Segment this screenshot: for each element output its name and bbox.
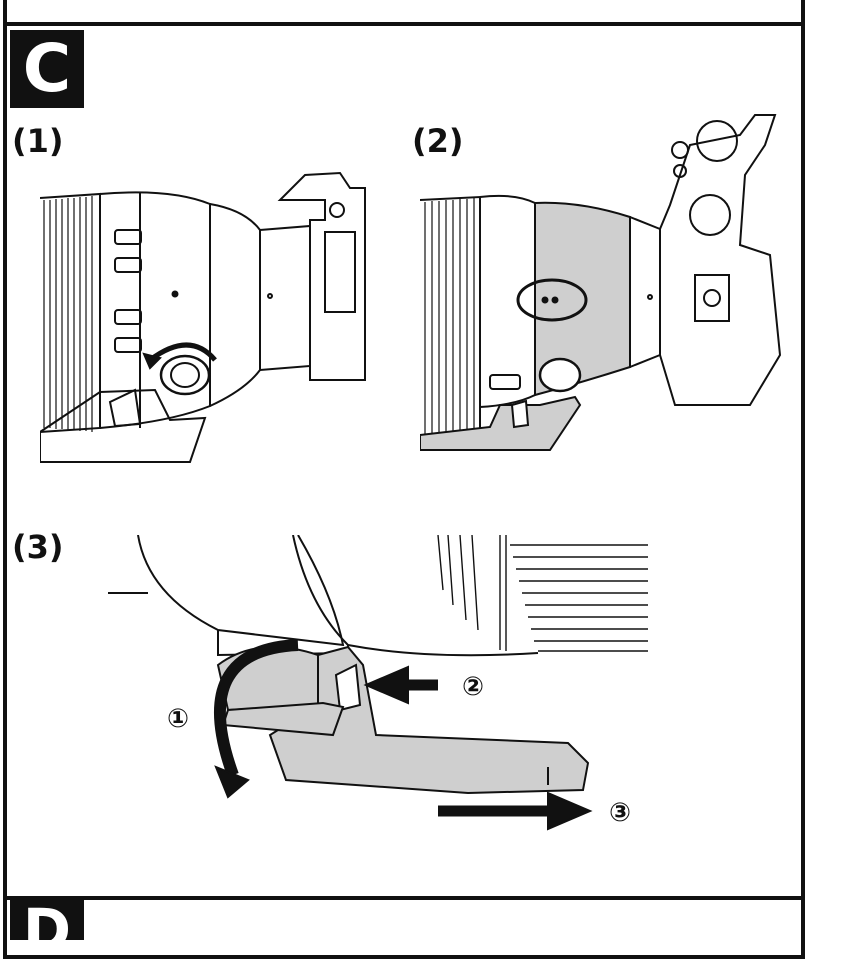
section-divider-top: [3, 22, 805, 26]
section-badge-c: C: [10, 30, 84, 108]
callout-3: ③: [609, 798, 631, 828]
section-divider-bottom: [3, 896, 805, 900]
step-label-3: (3): [12, 528, 64, 566]
step-label-2: (2): [412, 122, 464, 160]
illustration-step-3: ① ② ③: [108, 535, 648, 831]
section-badge-d: D: [10, 900, 84, 940]
step-label-1: (1): [12, 122, 64, 160]
illustration-step-1: [40, 171, 366, 463]
callout-2: ②: [462, 672, 484, 702]
illustration-step-2: [420, 114, 782, 451]
callout-1: ①: [167, 704, 189, 734]
